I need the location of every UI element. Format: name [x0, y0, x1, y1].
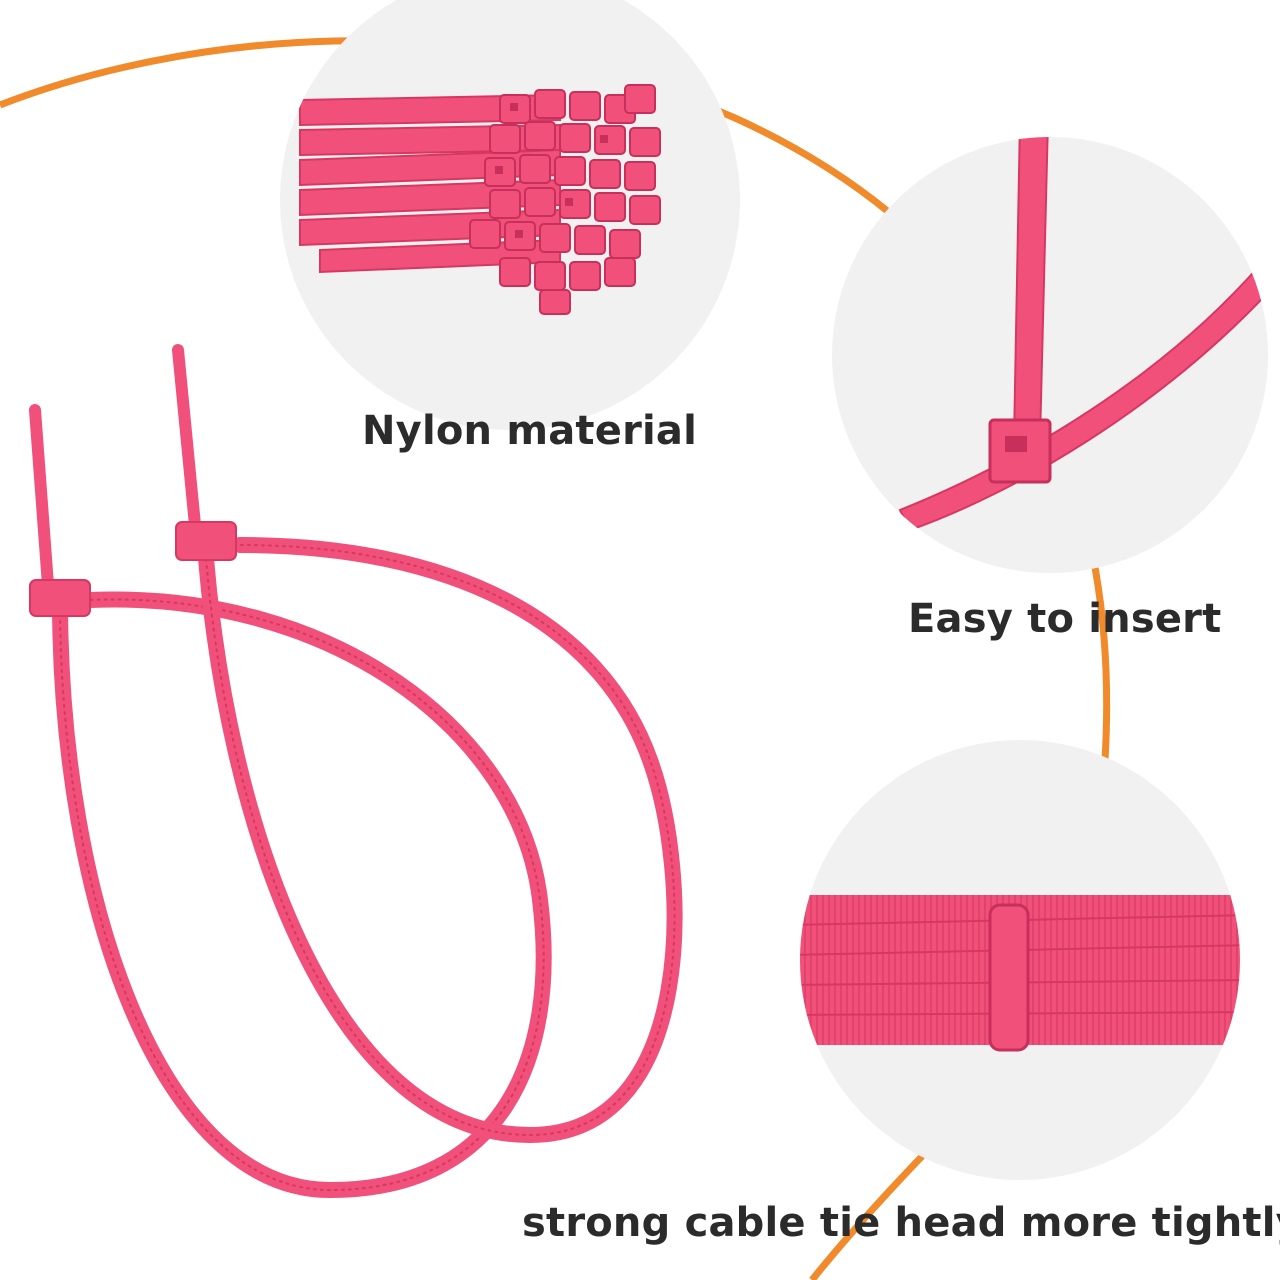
tie-loop-right: [197, 537, 683, 1144]
tie-head-right: [175, 521, 237, 561]
tie-head-left: [29, 579, 91, 617]
tie-loop-left: [52, 591, 552, 1199]
caption-easy-to-insert: Easy to insert: [908, 596, 1222, 642]
insert-closeup-photo: [832, 137, 1268, 573]
strapped-bundle-photo: [800, 740, 1240, 1180]
caption-nylon-material: Nylon material: [362, 408, 698, 454]
orange-accent-curve-lower: [809, 1147, 931, 1280]
tie-tail-right: [172, 344, 201, 531]
caption-strong-head: strong cable tie head more tightly: [522, 1200, 1280, 1246]
cable-tie-loops-photo: [29, 344, 683, 1199]
tie-tail-left: [29, 404, 54, 591]
bundle-heads-photo: [280, 0, 740, 430]
